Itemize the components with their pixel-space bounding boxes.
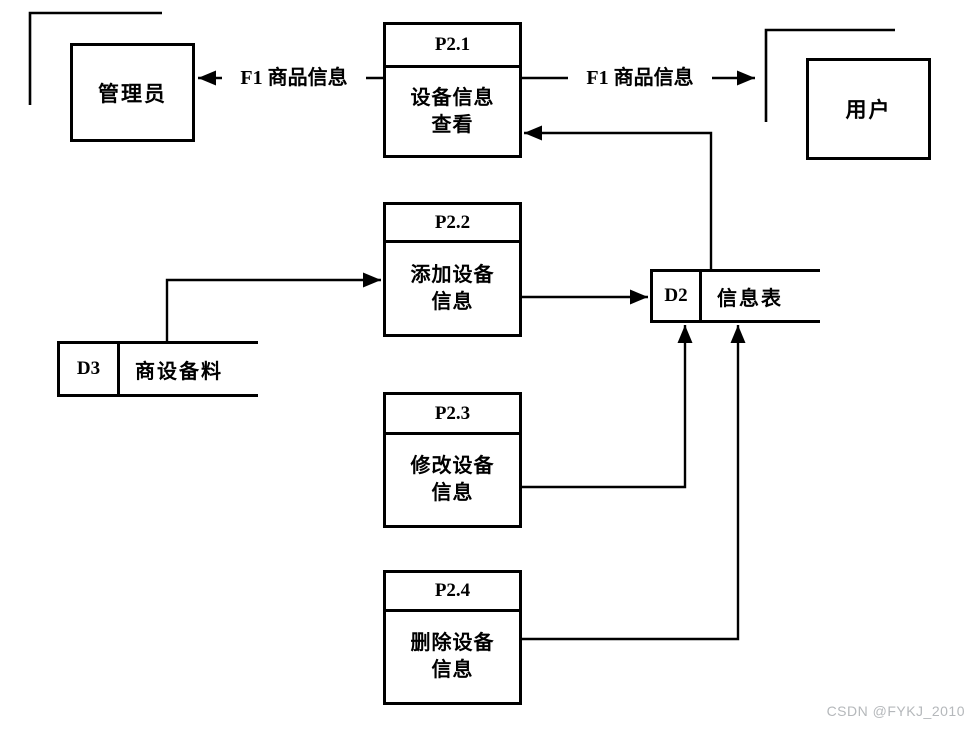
- process-p2-4-id-text: P2.4: [434, 580, 471, 601]
- user-corner-mark: [764, 28, 895, 122]
- data-store-d2-label: 信息表: [702, 272, 783, 320]
- data-store-d2-label-text: 信息表: [717, 287, 783, 310]
- csdn-watermark: CSDN @FYKJ_2010: [826, 703, 965, 719]
- process-p2-4-id: P2.4: [386, 573, 519, 612]
- process-p2-3-id: P2.3: [386, 395, 519, 435]
- external-entity-admin-label: 管理员: [98, 81, 167, 106]
- process-p2-3-label-line1: 修改设备: [410, 455, 495, 477]
- process-p2-2-label: 添加设备 信息: [386, 243, 519, 334]
- process-p2-2-label-line2: 信息: [431, 290, 474, 313]
- data-store-d2-id: D2: [653, 272, 702, 320]
- data-store-d3-id: D3: [60, 344, 120, 394]
- process-p2-1-id-text: P2.1: [434, 34, 471, 55]
- process-p2-4-label-line1: 删除设备: [410, 632, 495, 654]
- flow-label-p21-to-admin: F1 商品信息: [222, 65, 366, 91]
- process-p2-3-label: 修改设备 信息: [386, 435, 519, 525]
- data-store-d3-label: 商设备料: [120, 344, 223, 394]
- flow-d3-to-p22-arrow: [165, 272, 381, 341]
- data-store-d3-label-text: 商设备料: [135, 360, 223, 383]
- process-p2-4: P2.4 删除设备 信息: [383, 570, 522, 705]
- process-p2-1-label: 设备信息 查看: [386, 68, 519, 155]
- process-p2-2-id: P2.2: [386, 205, 519, 243]
- process-p2-3-label-line2: 信息: [431, 482, 474, 504]
- data-store-d3: D3 商设备料: [57, 341, 258, 397]
- process-p2-2-label-line1: 添加设备: [410, 263, 495, 286]
- process-p2-4-label: 删除设备 信息: [386, 612, 519, 702]
- external-entity-admin: 管理员: [70, 43, 195, 142]
- data-store-d2-id-text: D2: [664, 285, 688, 306]
- process-p2-1-label-line1: 设备信息: [410, 86, 495, 109]
- data-store-d2: D2 信息表: [650, 269, 820, 323]
- process-p2-3: P2.3 修改设备 信息: [383, 392, 522, 528]
- data-store-d3-id-text: D3: [76, 358, 101, 379]
- flow-d2-to-p21-arrow: [524, 125, 713, 269]
- flow-p23-to-d2-arrow: [522, 325, 693, 489]
- process-p2-1-id: P2.1: [386, 25, 519, 68]
- process-p2-2: P2.2 添加设备 信息: [383, 202, 522, 337]
- process-p2-3-id-text: P2.3: [434, 402, 471, 424]
- external-entity-user: 用户: [806, 58, 931, 160]
- process-p2-1-label-line2: 查看: [431, 113, 474, 136]
- process-p2-1: P2.1 设备信息 查看: [383, 22, 522, 158]
- flow-label-p21-to-user: F1 商品信息: [568, 65, 712, 91]
- admin-corner-mark: [28, 11, 162, 105]
- process-p2-2-id-text: P2.2: [434, 211, 471, 233]
- flow-p24-to-d2-arrow: [522, 325, 746, 641]
- external-entity-user-label: 用户: [845, 98, 892, 122]
- process-p2-4-label-line2: 信息: [431, 659, 474, 681]
